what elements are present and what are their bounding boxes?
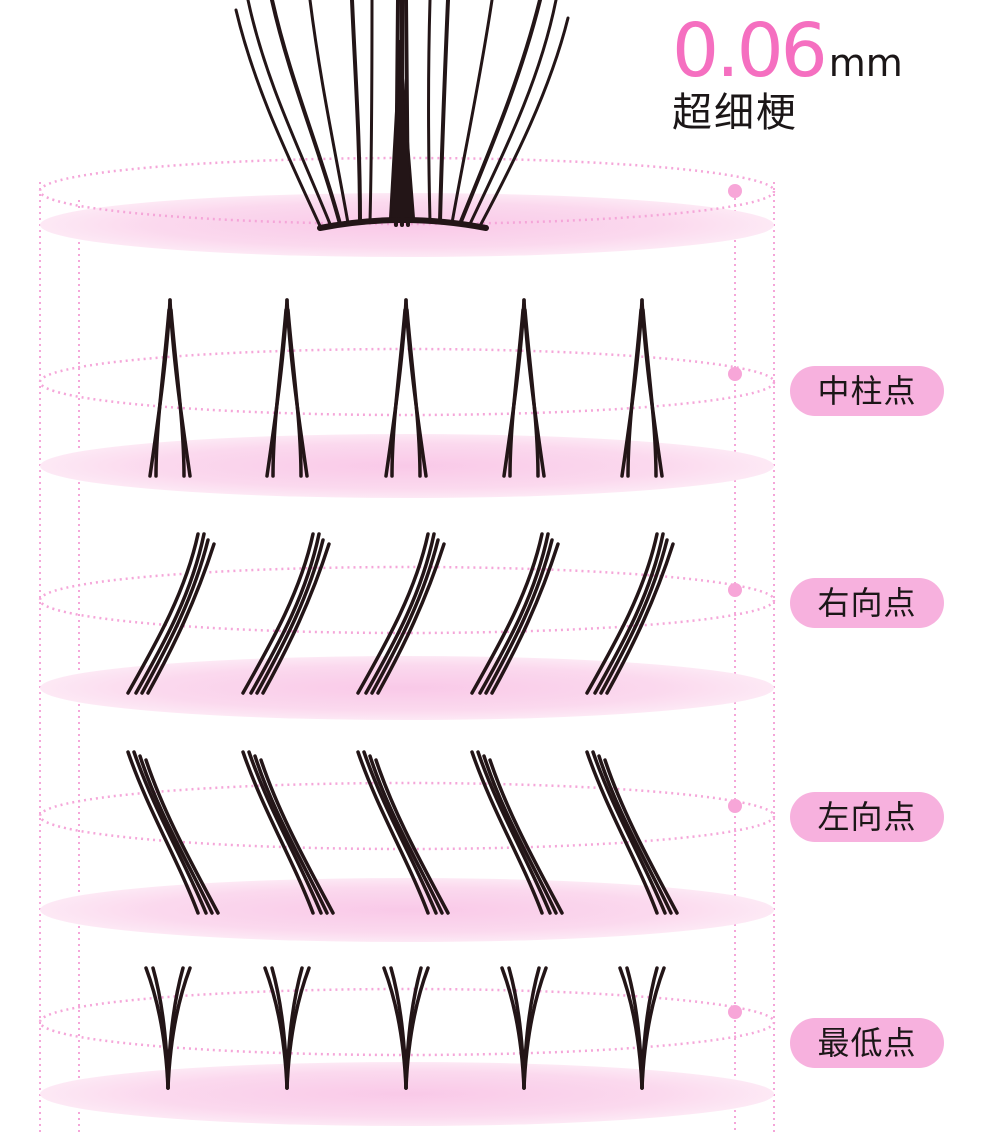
mid-column-lash (620, 298, 664, 478)
tier-dotted-ring (38, 987, 776, 1057)
mid-column-lash (265, 298, 309, 478)
tier-disc (40, 878, 774, 942)
lowest-point-lash (382, 966, 430, 1090)
lowest-point-lash (144, 966, 192, 1090)
tier-dotted-ring (38, 781, 776, 851)
tier-marker-dot (728, 1005, 742, 1019)
tier-fan-bundle (38, 0, 776, 257)
left-lean-lash (470, 750, 564, 915)
right-lean-lash (126, 532, 216, 695)
tier-dotted-ring (38, 347, 776, 417)
right-lean-lash (356, 532, 446, 695)
tier-marker-dot (728, 799, 742, 813)
lowest-point-lash (263, 966, 311, 1090)
cylinder-frame (39, 182, 775, 1132)
tier-mid-column (38, 298, 776, 498)
spec-label: 超细梗 (672, 90, 798, 136)
right-lean-lash (470, 532, 560, 695)
spec-unit: mm (828, 41, 903, 85)
tier-label-lowest-point: 最低点 (790, 1018, 944, 1068)
tier-dotted-ring (38, 156, 776, 226)
tier-dotted-ring (38, 565, 776, 635)
left-lean-lash (356, 750, 450, 915)
spec-heading: 0.06 mm 超细梗 (672, 10, 903, 136)
tier-disc (40, 434, 774, 498)
left-lean-lash (585, 750, 679, 915)
tier-label-left-lean: 左向点 (790, 792, 944, 842)
tier-label-mid-column: 中柱点 (790, 366, 944, 416)
spec-measure: 0.06 mm (672, 10, 903, 92)
mid-column-lash (502, 298, 546, 478)
left-lean-lash (241, 750, 335, 915)
right-lean-lash (241, 532, 331, 695)
mid-column-lash (148, 298, 192, 478)
left-lean-lash (126, 750, 220, 915)
tier-disc (40, 1062, 774, 1126)
tier-label-right-lean: 右向点 (790, 578, 944, 628)
tier-marker-dot (728, 184, 742, 198)
right-lean-lash (585, 532, 675, 695)
tier-marker-dot (728, 367, 742, 381)
tier-left-lean (38, 750, 776, 942)
tier-lowest-point (38, 966, 776, 1126)
tier-disc (40, 656, 774, 720)
lowest-point-lash (500, 966, 548, 1090)
lowest-point-lash (618, 966, 666, 1090)
tier-right-lean (38, 532, 776, 720)
mid-column-lash (384, 298, 428, 478)
tier-marker-dot (728, 583, 742, 597)
fan-bundle-lash (234, 0, 570, 231)
spec-value: 0.06 (672, 8, 828, 94)
